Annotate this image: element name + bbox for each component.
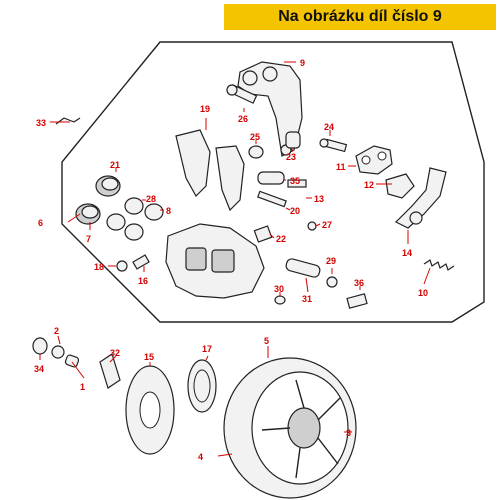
callout-9: 9 [300, 58, 305, 68]
callout-leaders [39, 61, 431, 457]
callout-18: 18 [94, 262, 104, 272]
callout-32: 32 [110, 348, 120, 358]
callout-35: 35 [290, 176, 300, 186]
bleeder-valve [116, 254, 150, 272]
rear-wheel [223, 357, 357, 499]
callout-labels: 9 19 33 26 25 24 23 11 12 21 35 28 13 8 … [34, 58, 428, 462]
callout-25: 25 [250, 132, 260, 142]
callout-6: 6 [38, 218, 43, 228]
bracket-12 [385, 173, 415, 199]
callout-22: 22 [276, 234, 286, 244]
callout-29: 29 [326, 256, 336, 266]
brake-disc [125, 365, 175, 455]
callout-19: 19 [200, 104, 210, 114]
caliper-body [165, 223, 265, 299]
callout-15: 15 [144, 352, 154, 362]
axle-parts [32, 337, 121, 389]
caliper-bracket [237, 61, 303, 157]
callout-31: 31 [302, 294, 312, 304]
callout-34: 34 [34, 364, 44, 374]
callout-10: 10 [418, 288, 428, 298]
small-hardware-upper [248, 131, 348, 159]
callout-13: 13 [314, 194, 324, 204]
callout-36: 36 [354, 278, 364, 288]
callout-4: 4 [198, 452, 203, 462]
bolt-26 [226, 84, 258, 104]
callout-12: 12 [364, 180, 374, 190]
shaft-and-fasteners [274, 258, 368, 309]
callout-20: 20 [290, 206, 300, 216]
clip-33 [55, 117, 81, 125]
pistons-and-seals [75, 175, 164, 241]
caliper-pins [253, 171, 317, 243]
callout-33: 33 [36, 118, 46, 128]
highlight-banner: Na obrázku díl číslo 9 [224, 4, 496, 30]
spring-10 [423, 259, 455, 271]
brake-pads [175, 129, 245, 212]
assembly-group-frame [61, 41, 485, 323]
callout-5: 5 [264, 336, 269, 346]
callout-8: 8 [166, 206, 171, 216]
callout-23: 23 [286, 152, 296, 162]
callout-1: 1 [80, 382, 85, 392]
callout-3: 3 [346, 428, 351, 438]
gasket-11 [355, 145, 393, 175]
callout-28: 28 [146, 194, 156, 204]
callout-7: 7 [86, 234, 91, 244]
callout-21: 21 [110, 160, 120, 170]
callout-11: 11 [336, 162, 346, 172]
callout-26: 26 [238, 114, 248, 124]
callout-30: 30 [274, 284, 284, 294]
callout-17: 17 [202, 344, 212, 354]
callout-24: 24 [324, 122, 334, 132]
brake-lever-14 [394, 167, 447, 229]
callout-27: 27 [322, 220, 332, 230]
sensor-ring [187, 359, 217, 413]
callout-14: 14 [402, 248, 412, 258]
callout-2: 2 [54, 326, 59, 336]
callout-16: 16 [138, 276, 148, 286]
